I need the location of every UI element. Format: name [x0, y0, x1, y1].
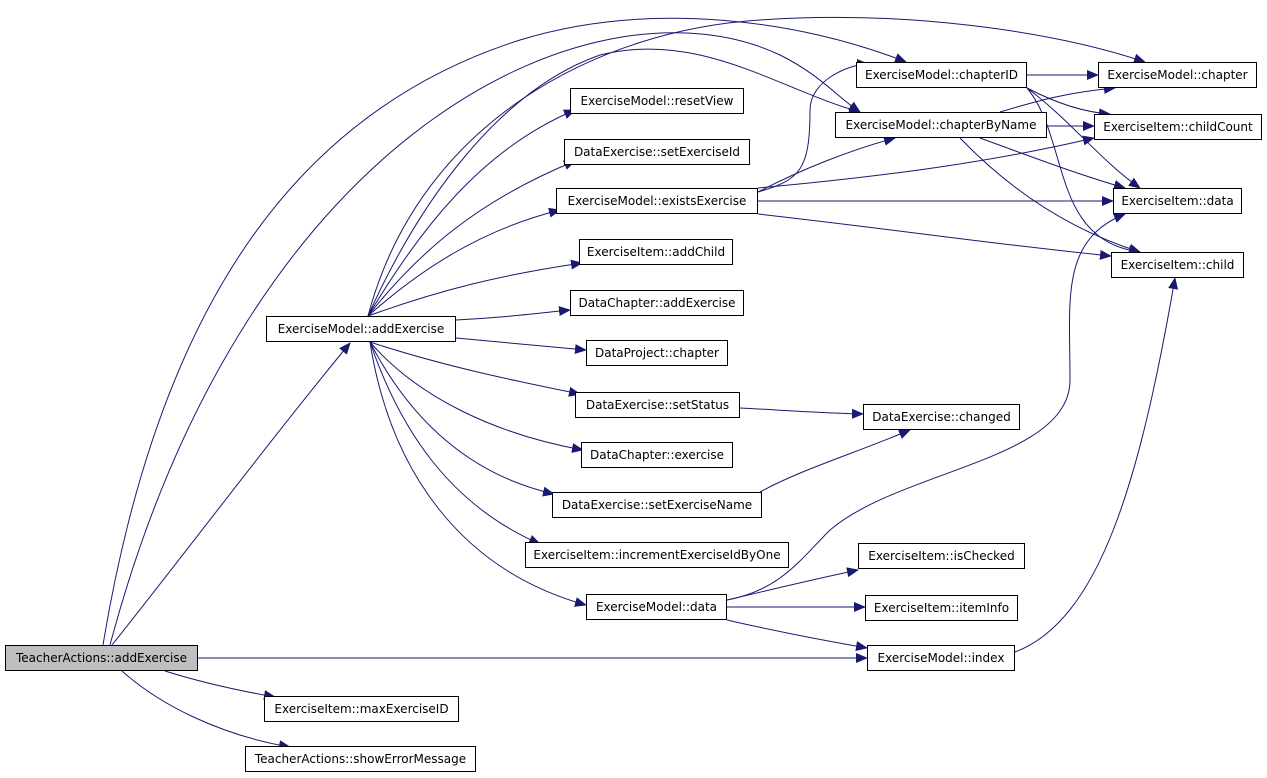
node-child-count[interactable]: ExerciseItem::childCount	[1094, 114, 1262, 140]
edge-model-index-to-item-child	[1014, 277, 1179, 653]
node-is-checked[interactable]: ExerciseItem::isChecked	[858, 543, 1025, 569]
edge-model-add-to-chapter-exercise	[369, 341, 584, 453]
edge-model-add-to-reset-view	[367, 109, 576, 317]
edge-chapter-id-to-item-data	[1026, 87, 1141, 189]
node-project-chapter[interactable]: DataProject::chapter	[586, 340, 728, 366]
node-reset-view[interactable]: ExerciseModel::resetView	[570, 88, 744, 114]
edge-model-add-to-increment-id	[369, 341, 541, 545]
edge-chapter-id-to-child-count	[1026, 87, 1111, 119]
edge-teacher-to-chapter-by-name	[109, 32, 861, 646]
edge-model-add-to-set-exercise-id	[367, 160, 576, 317]
edge-set-status-to-changed	[739, 407, 864, 419]
node-add-child[interactable]: ExerciseItem::addChild	[579, 239, 733, 265]
node-item-child[interactable]: ExerciseItem::child	[1111, 252, 1244, 278]
edge-model-add-to-set-exercise-name	[369, 341, 555, 497]
node-model-index[interactable]: ExerciseModel::index	[867, 645, 1015, 671]
edge-chapter-id-to-item-child	[1026, 87, 1141, 256]
edge-chapter-by-name-to-item-child	[959, 137, 1141, 254]
edge-teacher-to-show-error	[121, 670, 291, 751]
edge-chapter-by-name-to-model-chapter	[999, 83, 1116, 113]
edge-model-data-to-model-index	[726, 619, 868, 652]
node-model-data[interactable]: ExerciseModel::data	[586, 594, 727, 620]
node-chapter-id[interactable]: ExerciseModel::chapterID	[856, 62, 1027, 88]
edge-model-data-to-is-checked	[726, 567, 859, 601]
node-teacher-add-exercise[interactable]: TeacherActions::addExercise	[5, 645, 198, 671]
edge-model-add-to-chapter-by-name	[367, 48, 861, 317]
edge-model-add-to-exists-exercise	[367, 207, 561, 317]
edge-exists-to-item-child	[757, 213, 1112, 260]
edge-chapter-by-name-to-item-data	[979, 137, 1126, 190]
edge-model-data-to-item-data	[726, 213, 1126, 601]
edge-model-add-to-project-chapter	[455, 337, 587, 355]
node-chapter-add-exercise[interactable]: DataChapter::addExercise	[570, 290, 744, 316]
node-exists-exercise[interactable]: ExerciseModel::existsExercise	[556, 188, 758, 214]
node-set-exercise-name[interactable]: DataExercise::setExerciseName	[552, 492, 762, 518]
edge-exists-to-child-count	[757, 135, 1095, 189]
edge-model-add-to-model-data	[369, 341, 587, 607]
edge-exists-to-chapter-id	[757, 59, 869, 193]
edge-exists-to-chapter-by-name	[757, 136, 896, 193]
node-max-exercise-id[interactable]: ExerciseItem::maxExerciseID	[264, 696, 459, 722]
edge-set-name-to-changed	[759, 429, 911, 493]
edge-teacher-to-chapter-id	[102, 17, 907, 646]
node-changed[interactable]: DataExercise::changed	[863, 404, 1020, 430]
node-model-add-exercise[interactable]: ExerciseModel::addExercise	[266, 316, 456, 342]
edge-model-add-to-model-chapter	[367, 16, 1146, 317]
edge-teacher-to-model-add	[111, 342, 351, 646]
node-show-error-message[interactable]: TeacherActions::showErrorMessage	[245, 746, 476, 772]
node-model-chapter[interactable]: ExerciseModel::chapter	[1098, 62, 1257, 88]
node-item-info[interactable]: ExerciseItem::itemInfo	[865, 595, 1018, 621]
node-chapter-by-name[interactable]: ExerciseModel::chapterByName	[835, 112, 1047, 138]
node-set-exercise-id[interactable]: DataExercise::setExerciseId	[564, 139, 750, 165]
edge-model-add-to-set-status	[369, 341, 581, 397]
edge-model-add-to-add-child	[367, 259, 583, 317]
node-set-status[interactable]: DataExercise::setStatus	[575, 392, 740, 418]
node-chapter-exercise[interactable]: DataChapter::exercise	[581, 442, 733, 468]
node-item-data[interactable]: ExerciseItem::data	[1113, 188, 1242, 214]
edge-teacher-to-max-id	[164, 670, 276, 701]
node-increment-exercise-id[interactable]: ExerciseItem::incrementExerciseIdByOne	[525, 542, 789, 568]
edge-model-add-to-chapter-add-exercise	[455, 306, 571, 321]
